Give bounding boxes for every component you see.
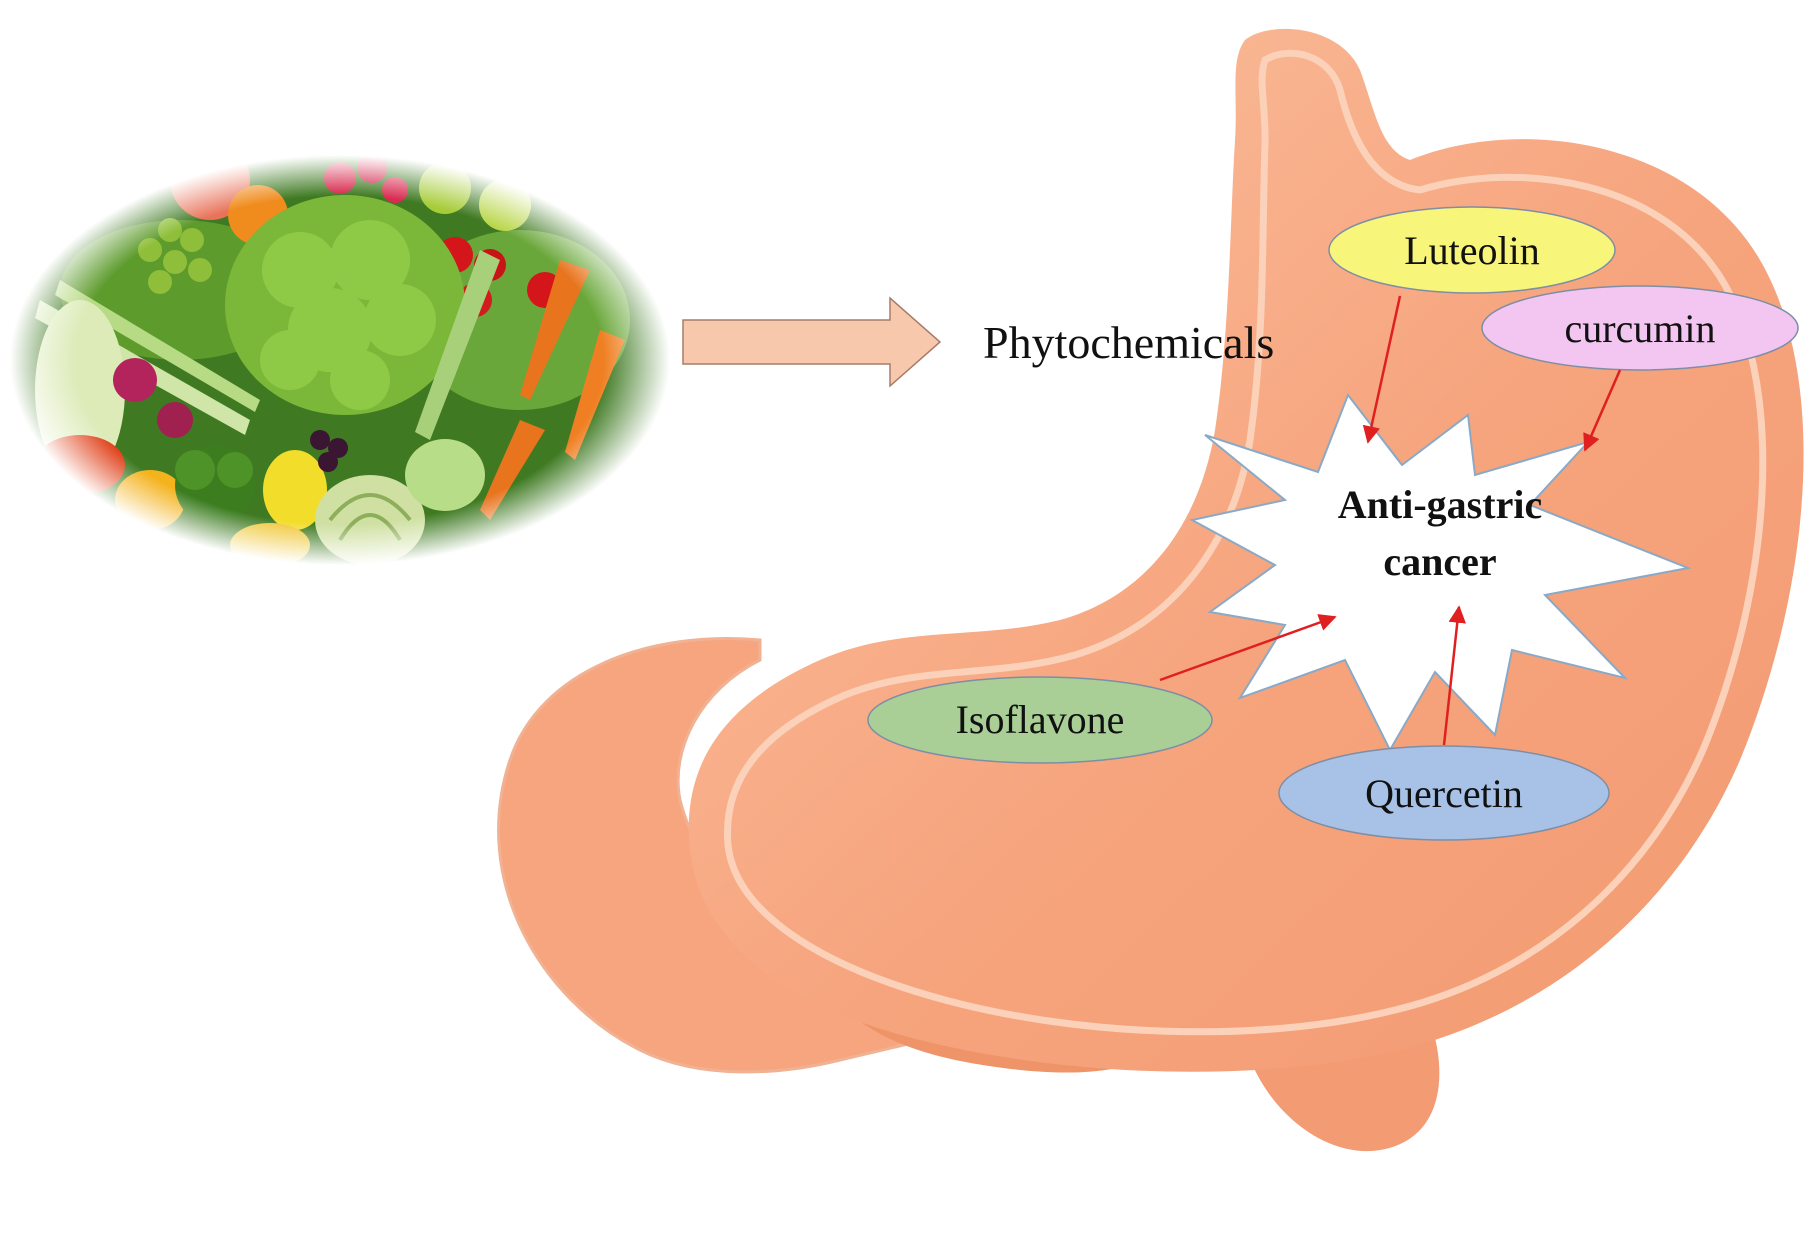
compound-isoflavone: Isoflavone bbox=[867, 676, 1213, 764]
luteolin-ellipse bbox=[1328, 206, 1616, 294]
flow-arrow bbox=[682, 296, 942, 388]
anti-gastric-cancer-starburst bbox=[1189, 392, 1692, 753]
compound-quercetin: Quercetin bbox=[1278, 745, 1610, 841]
luteolin-label: Luteolin bbox=[1404, 228, 1540, 273]
quercetin-arrow bbox=[1442, 605, 1466, 746]
luteolin-arrow bbox=[1362, 295, 1402, 444]
vegetables-image bbox=[10, 140, 670, 567]
compound-luteolin: Luteolin bbox=[1328, 206, 1616, 294]
anti-gastric-label-line1: Anti-gastric bbox=[1338, 482, 1542, 527]
curcumin-label: curcumin bbox=[1564, 306, 1715, 351]
quercetin-label: Quercetin bbox=[1365, 771, 1523, 816]
stomach-illustration bbox=[497, 28, 1804, 1152]
isoflavone-arrow bbox=[1159, 614, 1337, 682]
quercetin-ellipse bbox=[1278, 745, 1610, 841]
phytochemicals-label: Phytochemicals bbox=[983, 317, 1274, 368]
curcumin-arrow bbox=[1583, 369, 1622, 452]
isoflavone-label: Isoflavone bbox=[956, 697, 1125, 742]
anti-gastric-label-line2: cancer bbox=[1383, 539, 1496, 584]
curcumin-ellipse bbox=[1481, 285, 1799, 371]
isoflavone-ellipse bbox=[867, 676, 1213, 764]
compound-curcumin: curcumin bbox=[1481, 285, 1799, 371]
